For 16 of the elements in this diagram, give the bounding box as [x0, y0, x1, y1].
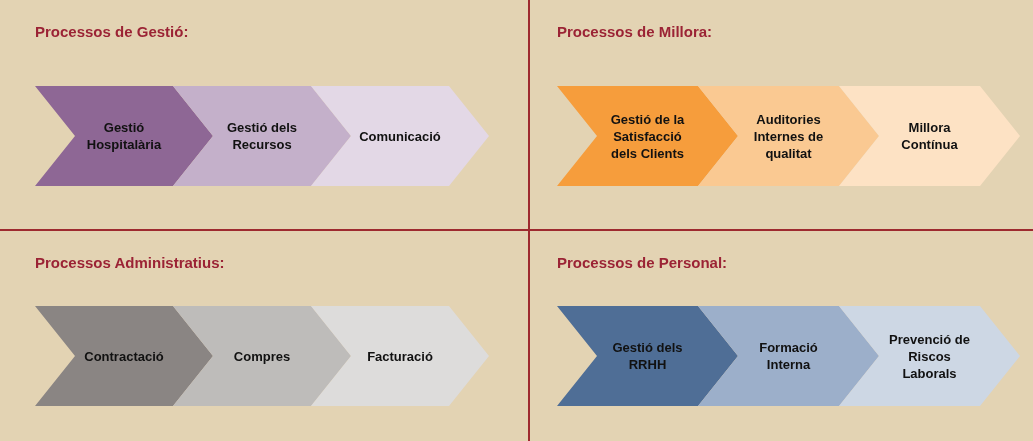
- step-label: Compres: [232, 347, 292, 365]
- step-label: Prevenció de Riscos Laborals: [888, 330, 971, 382]
- panel-heading: Processos de Gestió:: [35, 22, 189, 42]
- step-label: Facturació: [366, 347, 434, 365]
- step-label: Comunicació: [358, 127, 442, 145]
- step-label: Millora Contínua: [900, 119, 959, 153]
- panel-heading: Processos de Millora:: [557, 22, 713, 42]
- step-label: Formació Interna: [758, 339, 819, 373]
- step-label: Gestió dels Recursos: [225, 119, 299, 153]
- step-label: Gestió Hospitalària: [85, 119, 163, 153]
- panel-heading: Processos Administratius:: [35, 253, 225, 273]
- panel-heading: Processos de Personal:: [557, 253, 728, 273]
- step-label: Gestió dels RRHH: [611, 339, 684, 373]
- step-label: Gestió de la Satisfacció dels Clients: [609, 110, 686, 162]
- step-label: Auditories Internes de qualitat: [752, 110, 825, 162]
- step-label: Contractació: [83, 347, 165, 365]
